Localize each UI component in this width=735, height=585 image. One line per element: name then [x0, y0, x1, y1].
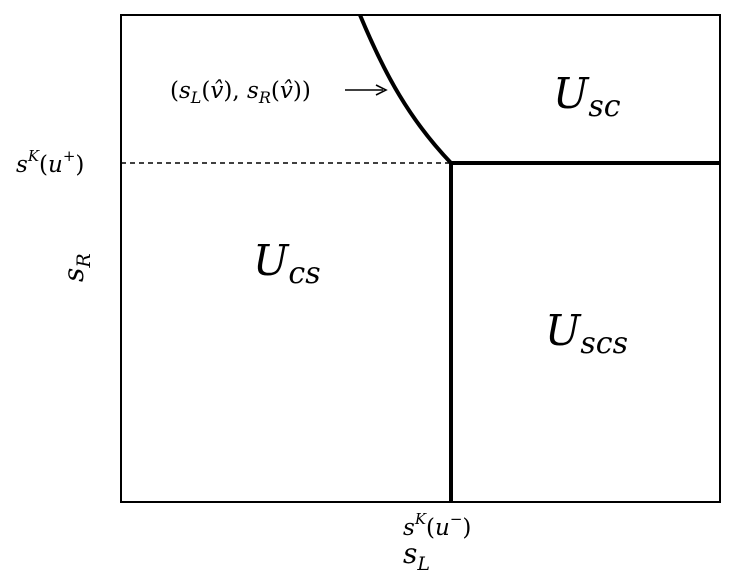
x-axis-label: sL	[403, 537, 430, 575]
y-axis-label: sR	[57, 253, 95, 282]
x-tick-label: sK(u−)	[403, 510, 471, 541]
boundary-curve	[358, 14, 453, 165]
curve-point-annotation: (sL(v̂), sR(v̂))	[170, 78, 311, 107]
y-tick-label: sK(u+)	[16, 147, 84, 178]
region-label-cs: Ucs	[253, 236, 321, 291]
annotation-arrow-icon	[345, 84, 388, 96]
region-label-scs: Uscs	[545, 306, 628, 361]
plot-frame	[120, 14, 721, 503]
region-label-sc: Usc	[553, 69, 621, 124]
